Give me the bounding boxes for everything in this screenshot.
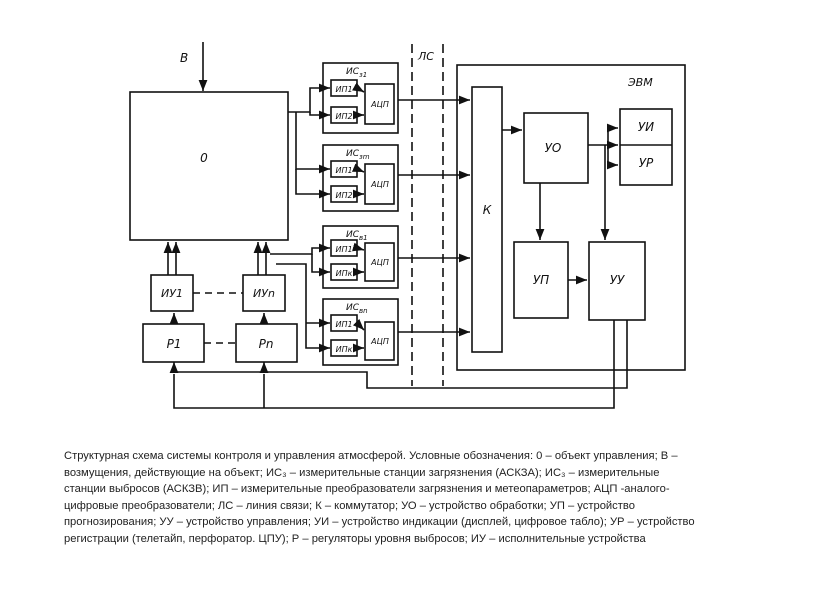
object-label: 0 xyxy=(200,151,208,165)
indication-registration-block xyxy=(619,108,673,186)
adc-label: АЦП xyxy=(370,258,389,267)
adc-label: АЦП xyxy=(370,337,389,346)
caption-line: станции выбросов (АСКЗВ); ИП – измерител… xyxy=(64,483,670,496)
forecasting-label: УП xyxy=(533,273,549,287)
adc-label: АЦП xyxy=(370,100,389,109)
sensor-label: ИП1 xyxy=(335,245,352,254)
station-box-2 xyxy=(322,144,399,212)
sensor-label: ИП1 xyxy=(335,320,352,329)
registration-label: УР xyxy=(639,156,654,170)
regulator-label-n: Рn xyxy=(259,337,274,351)
adc-label: АЦП xyxy=(370,180,389,189)
processing-label: УО xyxy=(545,141,562,155)
sensor-label: ИП2 xyxy=(335,191,352,200)
commutator-label: К xyxy=(483,203,492,217)
caption-line: прогнозирования; УУ – устройство управле… xyxy=(64,516,695,529)
caption-line: цифровые преобразователи; ЛС – линия свя… xyxy=(64,499,635,512)
sensor-label: ИПк xyxy=(336,345,353,354)
block-diagram: В 0 ЛС ЭВМ ИСз1 ИСзm ИСв1 ИСвn ИП1 ИП2 А… xyxy=(129,42,686,409)
actuator-label-1: ИУ1 xyxy=(161,287,183,300)
station-box-3 xyxy=(322,225,399,289)
computer-boundary xyxy=(456,64,686,371)
figure-caption: Структурная схема системы контроля и упр… xyxy=(64,448,754,548)
sensor-label: ИП2 xyxy=(335,112,352,121)
caption-line: Структурная схема системы контроля и упр… xyxy=(64,450,678,462)
line-label: ЛС xyxy=(417,50,434,63)
control-label: УУ xyxy=(610,273,625,287)
caption-line: возмущения, действующие на объект; ИС₃ –… xyxy=(64,466,660,479)
station-title-3: ИСв1 xyxy=(346,230,368,242)
caption-line: регистрации (телетайп, перфоратор. ЦПУ);… xyxy=(64,532,646,545)
object-block xyxy=(129,91,289,241)
station-title-1: ИСз1 xyxy=(346,67,367,79)
computer-label: ЭВМ xyxy=(627,76,653,89)
station-title-2: ИСзm xyxy=(346,149,370,161)
processing-block xyxy=(523,112,589,184)
sensor-label: ИП1 xyxy=(335,85,352,94)
disturbance-label: В xyxy=(180,51,188,65)
sensor-label: ИП1 xyxy=(335,166,352,175)
station-title-4: ИСвn xyxy=(346,303,368,315)
station-box-1 xyxy=(322,62,399,134)
sensor-label: ИПк xyxy=(336,269,353,278)
actuator-label-n: ИУn xyxy=(253,287,275,300)
commutator-block xyxy=(471,86,503,353)
regulator-label-1: Р1 xyxy=(167,337,182,351)
control-block xyxy=(588,241,646,321)
indication-label: УИ xyxy=(638,120,654,134)
